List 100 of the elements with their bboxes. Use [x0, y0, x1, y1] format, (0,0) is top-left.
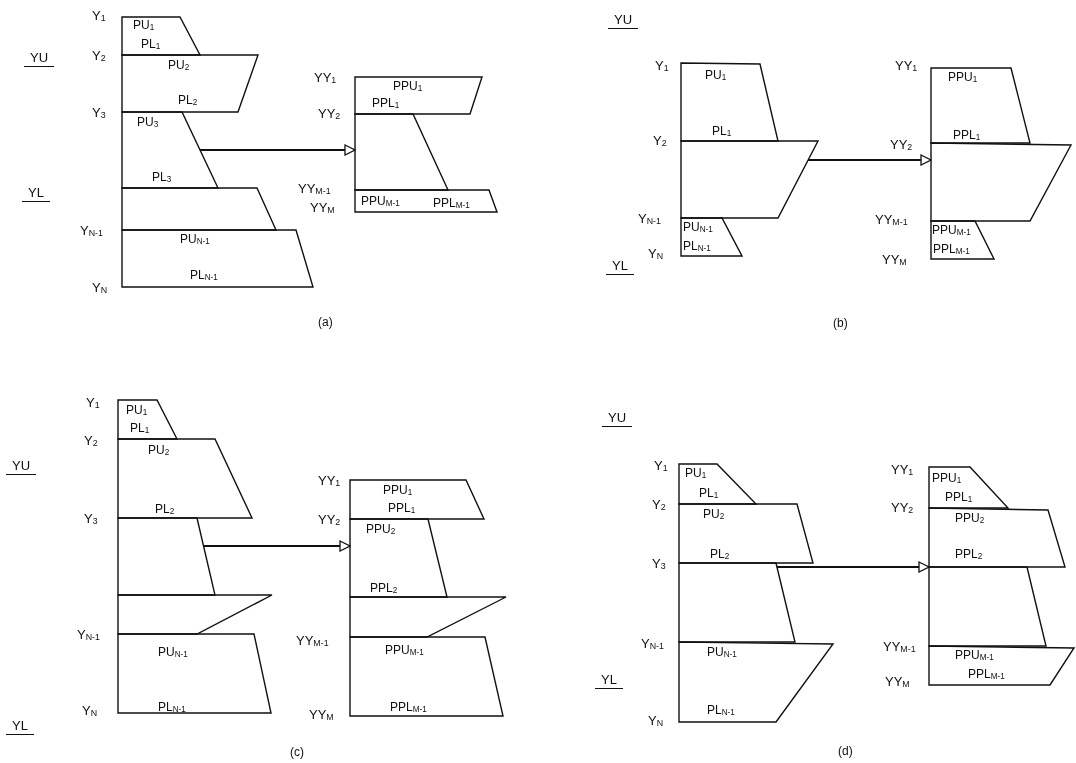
region-label: PU$_{2}$: [148, 443, 170, 457]
level-label: Y$_{3}$: [652, 556, 666, 571]
region-label: PL$_{1}$: [699, 486, 719, 500]
trapezoid-band: [350, 597, 506, 637]
level-label: Y$_{2}$: [84, 433, 98, 448]
trapezoid-band: [118, 518, 215, 595]
panel-caption: (b): [833, 316, 848, 331]
level-label: Y$_{N-1}$: [80, 223, 103, 238]
region-label: PL$_{N-1}$: [683, 239, 711, 253]
level-label: YY$_{1}$: [895, 58, 918, 73]
level-label: Y$_{2}$: [653, 133, 667, 148]
region-label: PU$_{1}$: [133, 18, 155, 32]
trapezoid-band: [355, 77, 482, 114]
trapezoid-band: [681, 63, 778, 141]
level-label: Y$_{1}$: [92, 8, 106, 23]
arrow: [202, 540, 351, 552]
trapezoid-band: [122, 112, 218, 188]
region-label: PL$_{1}$: [130, 421, 150, 435]
region-label: PU$_{N-1}$: [180, 232, 210, 246]
region-label: PL$_{3}$: [152, 170, 172, 184]
region-label: PL$_{1}$: [712, 124, 732, 138]
trapezoid-band: [929, 467, 1008, 508]
region-label: PU$_{N-1}$: [683, 220, 713, 234]
region-label: PPL$_{1}$: [372, 96, 400, 110]
region-label: PPL$_{1}$: [388, 501, 416, 515]
level-label: YL: [6, 718, 34, 735]
trapezoid-band: [931, 221, 994, 259]
trapezoid-band: [929, 646, 1074, 685]
level-label: YU: [608, 12, 639, 29]
region-label: PPL$_{2}$: [955, 547, 983, 561]
level-label: Y$_{N}$: [82, 703, 98, 718]
trapezoid-band: [355, 114, 448, 190]
level-label: Y$_{N-1}$: [77, 627, 100, 642]
region-label: PU$_{1}$: [126, 403, 148, 417]
region-label: PU$_{N-1}$: [158, 645, 188, 659]
region-label: PL$_{2}$: [178, 93, 198, 107]
trapezoid-band: [350, 637, 503, 716]
level-label: YL: [606, 258, 634, 275]
arrow: [807, 154, 932, 166]
trapezoid-band: [679, 563, 795, 642]
arrow: [199, 144, 356, 156]
level-label: Y$_{2}$: [92, 48, 106, 63]
level-label: YY$_{1}$: [318, 473, 341, 488]
level-label: Y$_{1}$: [86, 395, 100, 410]
level-label: Y$_{N-1}$: [638, 211, 661, 226]
level-label: YU: [24, 50, 55, 67]
region-label: PL$_{2}$: [710, 547, 730, 561]
level-label: YY$_{2}$: [890, 137, 913, 152]
trapezoid-band: [118, 634, 271, 713]
level-label: YY$_{M}$: [885, 674, 910, 689]
level-label: Y$_{1}$: [654, 458, 668, 473]
level-label: YL: [595, 672, 623, 689]
region-label: PPU$_{M-1}$: [385, 643, 424, 657]
level-label: YU: [602, 410, 633, 427]
level-label: YY$_{M}$: [882, 252, 907, 267]
region-label: PPU$_{2}$: [366, 522, 396, 536]
level-label: Y$_{N-1}$: [641, 636, 664, 651]
level-label: Y$_{2}$: [652, 497, 666, 512]
region-label: PPL$_{M-1}$: [968, 667, 1005, 681]
region-label: PPU$_{1}$: [948, 70, 978, 84]
region-label: PL$_{N-1}$: [707, 703, 735, 717]
level-label: Y$_{3}$: [84, 511, 98, 526]
region-label: PL$_{2}$: [155, 502, 175, 516]
region-label: PPL$_{1}$: [945, 490, 973, 504]
trapezoid-band: [122, 230, 313, 287]
region-label: PU$_{2}$: [703, 507, 725, 521]
trapezoid-band: [679, 642, 833, 722]
level-label: Y$_{N}$: [92, 280, 108, 295]
trapezoid-band: [681, 218, 742, 256]
trapezoid-band: [679, 464, 756, 504]
level-label: YY$_{M}$: [310, 200, 335, 215]
level-label: YY$_{2}$: [891, 500, 914, 515]
trapezoid-band: [929, 508, 1065, 567]
trapezoid-band: [118, 400, 177, 439]
arrow: [775, 561, 930, 573]
trapezoid-band: [122, 188, 276, 230]
level-label: YY$_{M-1}$: [875, 212, 908, 227]
region-label: PU$_{3}$: [137, 115, 159, 129]
level-label: Y$_{N}$: [648, 713, 664, 728]
trapezoid-band: [679, 504, 813, 563]
region-label: PPU$_{M-1}$: [955, 648, 994, 662]
trapezoid-band: [929, 567, 1046, 646]
region-label: PL$_{N-1}$: [158, 700, 186, 714]
region-label: PL$_{1}$: [141, 37, 161, 51]
trapezoid-band: [350, 480, 484, 519]
region-label: PPL$_{2}$: [370, 581, 398, 595]
region-label: PPU$_{M-1}$: [361, 194, 400, 208]
region-label: PU$_{2}$: [168, 58, 190, 72]
level-label: YY$_{M}$: [309, 707, 334, 722]
level-label: YU: [6, 458, 37, 475]
level-label: YY$_{1}$: [891, 462, 914, 477]
panel-caption: (d): [838, 744, 853, 759]
region-label: PPU$_{2}$: [955, 511, 985, 525]
trapezoid-band: [122, 55, 258, 112]
trapezoid-band: [118, 595, 272, 634]
trapezoid-band: [931, 68, 1030, 143]
region-label: PU$_{N-1}$: [707, 645, 737, 659]
level-label: YY$_{M-1}$: [883, 639, 916, 654]
region-label: PU$_{1}$: [685, 466, 707, 480]
trapezoid-band: [350, 519, 447, 597]
